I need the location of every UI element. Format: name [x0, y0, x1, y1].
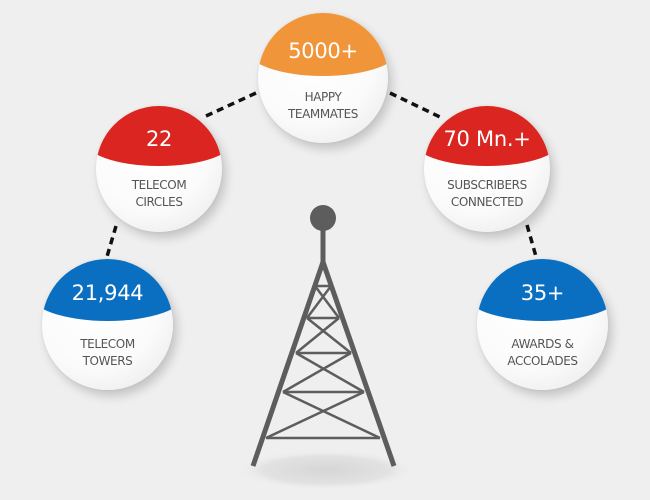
connector-subscribers-awards — [525, 224, 539, 261]
connector-circles-teammates — [205, 91, 257, 118]
stat-subscribers-connected: 70 Mn.+ SUBSCRIBERS CONNECTED — [424, 106, 550, 232]
stat-label: SUBSCRIBERS CONNECTED — [424, 177, 550, 211]
stat-label-line1: AWARDS & — [511, 337, 574, 351]
connector-teammates-subscribers — [389, 91, 441, 119]
stat-label: HAPPY TEAMMATES — [258, 89, 388, 123]
stat-label-line1: HAPPY — [304, 90, 342, 104]
stat-value: 35+ — [520, 281, 565, 305]
tower-antenna-ball — [310, 205, 336, 231]
stat-label-line1: TELECOM — [80, 337, 135, 351]
stat-cap — [258, 13, 388, 76]
stat-cap — [424, 106, 550, 166]
stat-cap — [477, 259, 608, 321]
tower-shadow — [236, 450, 416, 490]
stat-cap — [42, 259, 173, 321]
stat-telecom-circles: 22 TELECOM CIRCLES — [96, 106, 222, 232]
connector-circles-towers — [104, 225, 118, 261]
stat-awards-accolades: 35+ AWARDS & ACCOLADES — [477, 259, 608, 390]
stat-label: TELECOM CIRCLES — [96, 177, 222, 211]
stat-value: 21,944 — [71, 281, 144, 305]
stat-telecom-towers: 21,944 TELECOM TOWERS — [42, 259, 173, 390]
stat-label-line2: TOWERS — [82, 354, 133, 368]
stat-label-line1: SUBSCRIBERS — [447, 178, 527, 192]
stat-label: AWARDS & ACCOLADES — [477, 336, 608, 370]
stat-label-line2: CIRCLES — [135, 195, 183, 209]
stat-label: TELECOM TOWERS — [42, 336, 173, 370]
stat-value: 70 Mn.+ — [443, 127, 531, 151]
stat-cap — [96, 106, 222, 166]
stat-value: 5000+ — [288, 39, 358, 63]
stat-label-line1: TELECOM — [131, 178, 187, 192]
stat-label-line2: ACCOLADES — [507, 354, 578, 368]
stat-happy-teammates: 5000+ HAPPY TEAMMATES — [258, 13, 388, 143]
stat-label-line2: CONNECTED — [450, 195, 524, 209]
stat-label-line2: TEAMMATES — [287, 107, 359, 121]
stat-value: 22 — [145, 127, 173, 151]
